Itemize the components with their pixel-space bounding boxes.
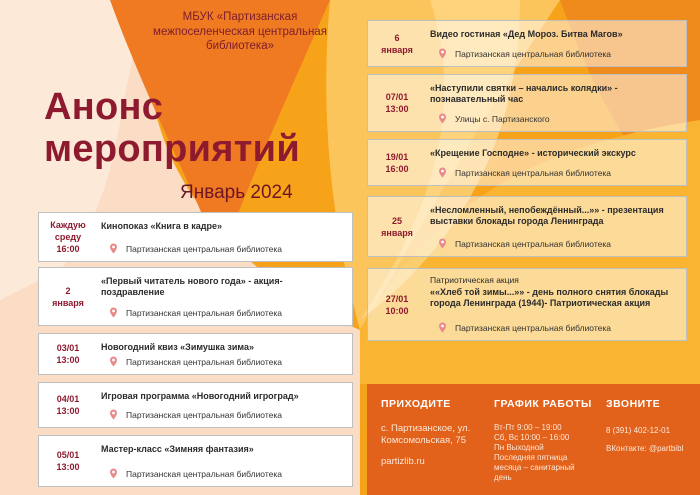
phone-number[interactable]: 8 (391) 402-12-01 <box>606 426 671 435</box>
visit-heading: ПРИХОДИТЕ <box>381 398 451 410</box>
event-location: Партизанская центральная библиотека <box>438 322 611 333</box>
page-title: Анонс мероприятий <box>44 86 300 170</box>
event-card: 19/01 16:00 «Крещение Господне» - истори… <box>367 139 687 186</box>
event-location: Партизанская центральная библиотека <box>109 468 282 479</box>
location-pin-icon <box>110 468 117 479</box>
location-pin-icon <box>439 167 446 178</box>
event-card: 2 января «Первый читатель нового года» -… <box>38 267 353 326</box>
location-pin-icon <box>439 238 446 249</box>
event-card: 04/01 13:00 Игровая программа «Новогодни… <box>38 382 353 428</box>
event-location-text: Партизанская центральная библиотека <box>455 238 612 249</box>
event-date: Каждую среду 16:00 <box>50 220 86 254</box>
event-location: Партизанская центральная библиотека <box>438 238 611 249</box>
call-heading: ЗВОНИТЕ <box>606 398 661 410</box>
event-title: «Наступили святки – начались колядки» - … <box>430 83 618 104</box>
location-pin-icon <box>110 356 117 367</box>
location-pin-icon <box>110 243 117 254</box>
event-date: 03/01 13:00 <box>56 343 80 365</box>
location-pin-icon <box>439 48 446 59</box>
event-title: Патриотическая акция ««Хлеб той зимы...»… <box>430 275 680 309</box>
hours-heading: ГРАФИК РАБОТЫ <box>494 398 592 410</box>
event-date: 05/01 13:00 <box>56 450 80 472</box>
event-title: «Несломленный, непобеждённый...»» - през… <box>430 205 664 226</box>
event-location-text: Партизанская центральная библиотека <box>126 356 283 367</box>
event-type-prefix: Патриотическая акция <box>430 275 519 285</box>
event-card: 03/01 13:00 Новогодний квиз «Зимушка зим… <box>38 333 353 375</box>
event-location-text: Партизанская центральная библиотека <box>126 307 283 318</box>
event-title: Мастер-класс «Зимняя фантазия» <box>101 444 254 454</box>
event-location-text: Улицы с. Партизанского <box>455 113 550 124</box>
event-date: 2 января <box>52 285 84 308</box>
location-pin-icon <box>110 409 117 420</box>
event-date: 07/01 13:00 <box>385 92 409 114</box>
event-location-text: Партизанская центральная библиотека <box>455 167 612 178</box>
footer-panel <box>367 384 700 495</box>
event-card: 27/01 10:00 Патриотическая акция ««Хлеб … <box>367 268 687 341</box>
organization-name: МБУК «Партизанская межпоселенческая цент… <box>153 11 327 52</box>
event-card: 07/01 13:00 «Наступили святки – начались… <box>367 74 687 132</box>
event-location: Партизанская центральная библиотека <box>109 243 282 254</box>
working-hours: Вт-Пт 9:00 – 19:00 Сб, Вс 10:00 – 16:00 … <box>494 423 575 482</box>
event-card: 25 января «Несломленный, непобеждённый..… <box>367 196 687 257</box>
website-link[interactable]: partizlib.ru <box>381 456 425 467</box>
event-location: Партизанская центральная библиотека <box>438 167 611 178</box>
location-pin-icon <box>439 113 446 124</box>
event-date: 6 января <box>381 32 413 55</box>
event-title-text: ««Хлеб той зимы...»» - день полного снят… <box>430 287 669 308</box>
event-location-text: Партизанская центральная библиотека <box>455 48 612 59</box>
event-location-text: Партизанская центральная библиотека <box>455 322 612 333</box>
vk-link[interactable]: ВКонтакте: @partbibl <box>606 444 684 453</box>
event-location: Партизанская центральная библиотека <box>109 409 282 420</box>
title-line-2: мероприятий <box>44 128 300 170</box>
event-title: Игровая программа «Новогодний игроград» <box>101 391 299 401</box>
event-location-text: Партизанская центральная библиотека <box>126 243 283 254</box>
event-card: 6 января Видео гостиная «Дед Мороз. Битв… <box>367 20 687 67</box>
location-pin-icon <box>439 322 446 333</box>
event-location-text: Партизанская центральная библиотека <box>126 468 283 479</box>
event-title: Новогодний квиз «Зимушка зима» <box>101 342 254 352</box>
event-location: Улицы с. Партизанского <box>438 113 550 124</box>
event-location: Партизанская центральная библиотека <box>109 356 282 367</box>
event-title: «Крещение Господне» - исторический экску… <box>430 148 636 158</box>
event-date: 04/01 13:00 <box>56 394 80 416</box>
event-location: Партизанская центральная библиотека <box>438 48 611 59</box>
event-card: Каждую среду 16:00 Кинопоказ «Книга в ка… <box>38 212 353 262</box>
event-date: 25 января <box>381 215 413 238</box>
event-date: 19/01 16:00 <box>385 151 409 174</box>
month-label: Январь 2024 <box>180 182 293 203</box>
address: с. Партизанское, ул. Комсомольская, 75 <box>381 423 471 446</box>
event-title: «Первый читатель нового года» - акция-по… <box>101 276 283 297</box>
title-line-1: Анонс <box>44 86 164 128</box>
event-card: 05/01 13:00 Мастер-класс «Зимняя фантази… <box>38 435 353 487</box>
event-location-text: Партизанская центральная библиотека <box>126 409 283 420</box>
event-location: Партизанская центральная библиотека <box>109 307 282 318</box>
event-date: 27/01 10:00 <box>385 293 409 316</box>
event-title: Кинопоказ «Книга в кадре» <box>101 221 222 231</box>
location-pin-icon <box>110 307 117 318</box>
event-title: Видео гостиная «Дед Мороз. Битва Магов» <box>430 29 623 39</box>
